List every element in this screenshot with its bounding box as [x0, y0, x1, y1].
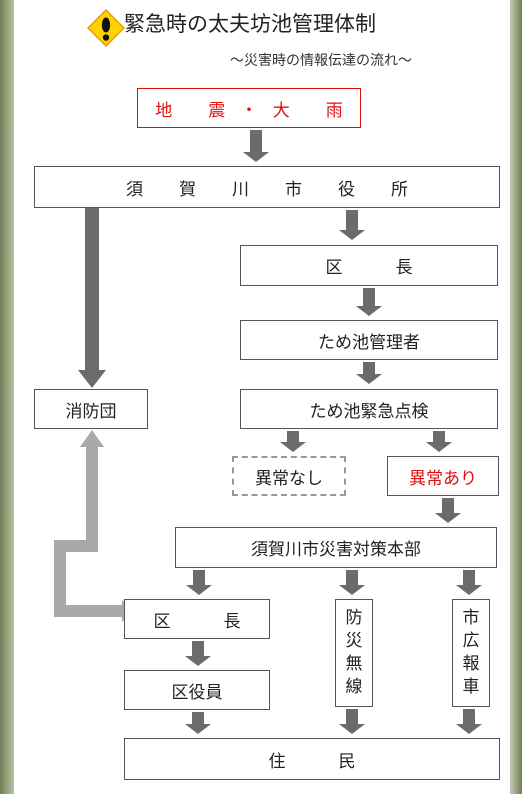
box-city-hall: 須 賀 川 市 役 所: [34, 166, 500, 208]
box-district-head-top: 区 長: [240, 245, 498, 286]
pr-car-char: 広: [462, 631, 480, 651]
box-earthquake-heavy-rain: 地 震・大 雨: [137, 88, 361, 128]
aerial-photo-right-edge: [510, 0, 522, 794]
disaster-radio-char: 無: [345, 654, 363, 674]
box-disaster-radio: 防 災 無 線: [335, 599, 373, 707]
page-title: 緊急時の太夫坊池管理体制: [124, 12, 376, 36]
pr-car-char: 報: [462, 654, 480, 674]
aerial-photo-left-edge: [0, 0, 14, 794]
disaster-radio-char: 防: [345, 608, 363, 628]
box-district-head-bottom: 区 長: [124, 599, 270, 639]
warning-diamond-icon: [87, 9, 125, 47]
disaster-radio-char: 線: [345, 677, 363, 697]
box-fire-brigade: 消防団: [34, 389, 148, 429]
box-pond-emergency-check: ため池緊急点検: [240, 389, 498, 429]
page-subtitle: ～災害時の情報伝達の流れ～: [230, 53, 412, 69]
pr-car-char: 市: [462, 608, 480, 628]
box-city-pr-car: 市 広 報 車: [452, 599, 490, 707]
box-district-officers: 区役員: [124, 670, 270, 710]
disaster-radio-char: 災: [345, 631, 363, 651]
box-disaster-headquarters: 須賀川市災害対策本部: [175, 527, 497, 568]
box-abnormality: 異常あり: [387, 456, 499, 496]
box-residents: 住 民: [124, 738, 500, 780]
pr-car-char: 車: [462, 677, 480, 697]
box-no-abnormality: 異常なし: [232, 456, 346, 496]
box-pond-manager: ため池管理者: [240, 320, 498, 360]
